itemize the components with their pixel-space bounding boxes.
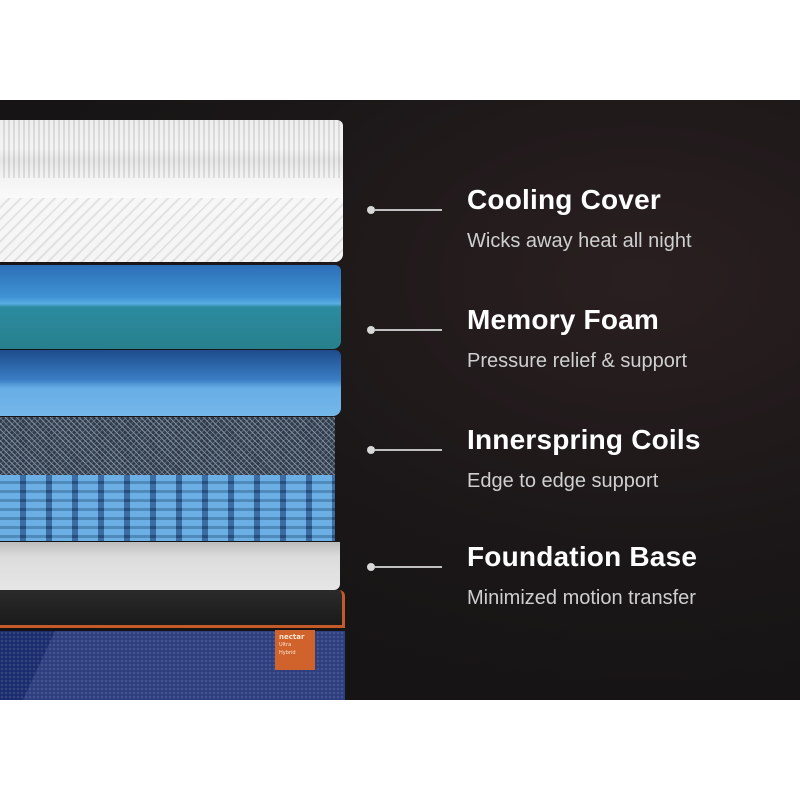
foundation-base-layer: [0, 542, 340, 590]
bullet-dot-icon: [367, 326, 375, 334]
layer-title: Foundation Base: [467, 541, 698, 572]
connector-line: [375, 449, 442, 451]
connector-line: [375, 329, 442, 331]
layer-subtitle: Wicks away heat all night: [467, 230, 692, 252]
cooling-cover-layer: [0, 120, 343, 262]
mattress-layers-infographic: nectar Ultra Hybrid Cooling Cover Wicks …: [0, 100, 800, 700]
mattress-base-band: [0, 590, 345, 628]
layer-title: Innerspring Coils: [467, 424, 701, 455]
connector-line: [375, 209, 442, 211]
bullet-dot-icon: [367, 206, 375, 214]
bullet-dot-icon: [367, 563, 375, 571]
layer-subtitle: Minimized motion transfer: [467, 587, 696, 609]
memory-foam-layer: [0, 265, 341, 349]
layer-subtitle: Pressure relief & support: [467, 350, 688, 372]
brand-tag-logo: nectar Ultra Hybrid: [275, 630, 315, 670]
layer-title: Cooling Cover: [467, 184, 661, 215]
layer-title: Memory Foam: [467, 304, 660, 335]
connector-line: [375, 566, 442, 568]
transition-foam-layer: [0, 350, 341, 416]
innerspring-coils-layer: [0, 417, 335, 541]
layer-subtitle: Edge to edge support: [467, 470, 659, 492]
bullet-dot-icon: [367, 446, 375, 454]
